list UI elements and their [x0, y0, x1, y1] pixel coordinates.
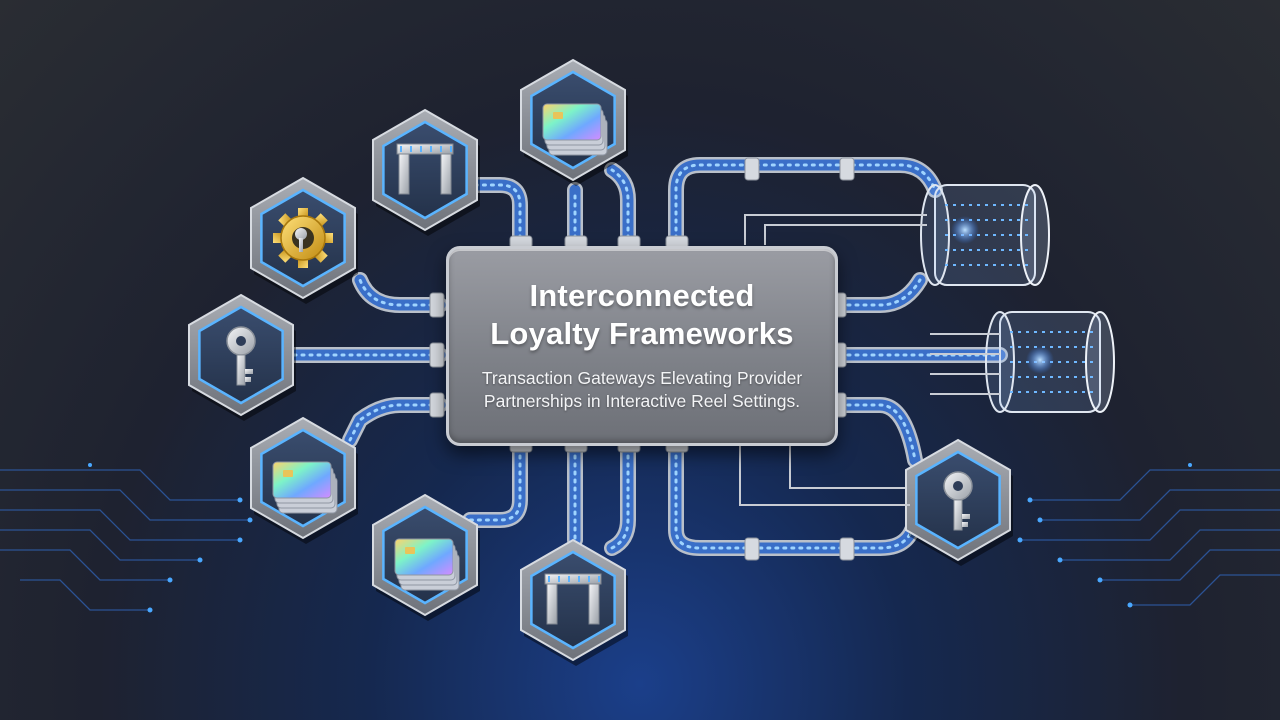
pipe-lights-4	[358, 278, 442, 307]
hub-subtitle-line2: Partnerships in Interactive Reel Setting…	[483, 391, 801, 411]
thin-wires	[739, 440, 910, 506]
gear-key-icon	[273, 208, 333, 268]
hex-node-6	[372, 493, 480, 621]
pipe-3	[668, 157, 943, 254]
hex-nodes	[188, 58, 1013, 666]
data-cylinder-bottom	[930, 311, 1115, 413]
card-stack-icon	[394, 538, 460, 591]
key-icon	[226, 326, 256, 386]
pipe-coupler	[429, 342, 445, 368]
pipe-10	[668, 432, 920, 556]
data-cylinder-top	[744, 184, 1050, 286]
card-stack-icon	[542, 103, 608, 156]
hex-node-2	[520, 58, 628, 186]
hex-node-1	[372, 108, 480, 236]
hub-title-line2: Loyalty Frameworks	[490, 316, 794, 351]
circuit-dots	[88, 463, 1192, 613]
hub-title: Interconnected Loyalty Frameworks	[449, 277, 835, 353]
hex-node-5	[250, 416, 358, 544]
hub-title-line1: Interconnected	[529, 278, 755, 313]
pipe-coupler	[744, 157, 760, 181]
connector-pipes	[282, 157, 1008, 561]
pipe-core-10	[670, 434, 918, 554]
central-hub-panel: Interconnected Loyalty Frameworks Transa…	[446, 246, 838, 446]
circuit-traces	[0, 469, 1280, 611]
key-icon	[943, 471, 973, 531]
pipe-lights-10	[674, 438, 914, 550]
hub-subtitle-line1: Transaction Gateways Elevating Provider	[481, 368, 803, 388]
pipe-core-4	[354, 274, 446, 311]
pipe-core-7	[464, 434, 526, 526]
pipe-coupler	[839, 157, 855, 181]
hex-node-8	[905, 438, 1013, 566]
pipe-coupler	[744, 537, 760, 561]
gateway-arch-icon	[544, 573, 602, 625]
pipe-lights-0	[468, 183, 522, 248]
pipe-core-3	[670, 159, 941, 252]
hex-node-7	[520, 538, 628, 666]
card-stack-icon	[272, 461, 338, 514]
hub-subtitle: Transaction Gateways Elevating Provider …	[449, 367, 835, 413]
hex-node-3	[250, 176, 358, 304]
pipe-lights-6	[348, 403, 442, 442]
pipe-coupler	[429, 392, 445, 418]
pipe-lights-3	[674, 163, 937, 248]
gateway-arch-icon	[396, 143, 454, 195]
pipe-coupler	[839, 537, 855, 561]
pipe-lights-13	[830, 403, 917, 462]
pipe-core-2	[606, 164, 634, 252]
pipe-lights-11	[830, 278, 922, 307]
pipe-coupler	[429, 292, 445, 318]
pipe-lights-9	[610, 438, 630, 550]
hex-node-4	[188, 293, 296, 421]
